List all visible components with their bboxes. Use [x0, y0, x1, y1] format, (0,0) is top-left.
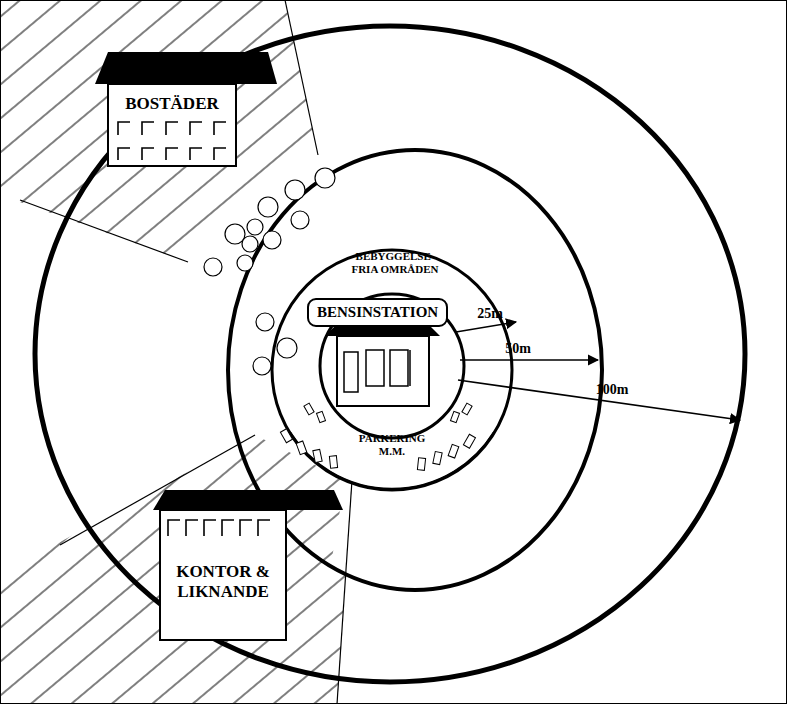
node-text: KONTOR & LIKNANDE: [160, 562, 286, 601]
office-building: KONTOR & LIKNANDE: [160, 542, 286, 622]
dimension-label: 25m: [465, 306, 515, 322]
dimension-label: 50m: [493, 341, 543, 357]
node-text: PARKERING M.M.: [345, 432, 439, 457]
parking-area: PARKERING M.M.: [345, 430, 439, 460]
residential-building: BOSTÄDER: [108, 90, 236, 118]
node-text: BOSTÄDER: [108, 94, 236, 114]
station-sign: BENSINSTATION: [307, 298, 448, 327]
node-text: BENSINSTATION: [317, 304, 438, 321]
dimension-label: 100m: [582, 382, 642, 398]
zone-label: BEBYGGELSE- FRIA OMRÅDEN: [351, 250, 439, 275]
